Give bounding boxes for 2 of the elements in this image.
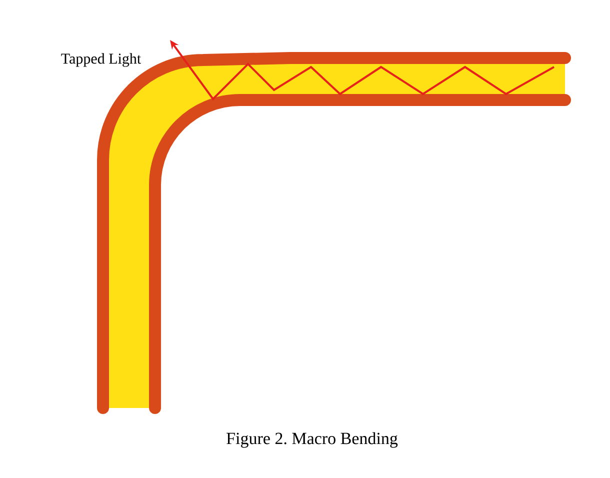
label: Tapped Light bbox=[61, 53, 142, 67]
caption: Figure 2. Macro Bending bbox=[226, 432, 398, 448]
